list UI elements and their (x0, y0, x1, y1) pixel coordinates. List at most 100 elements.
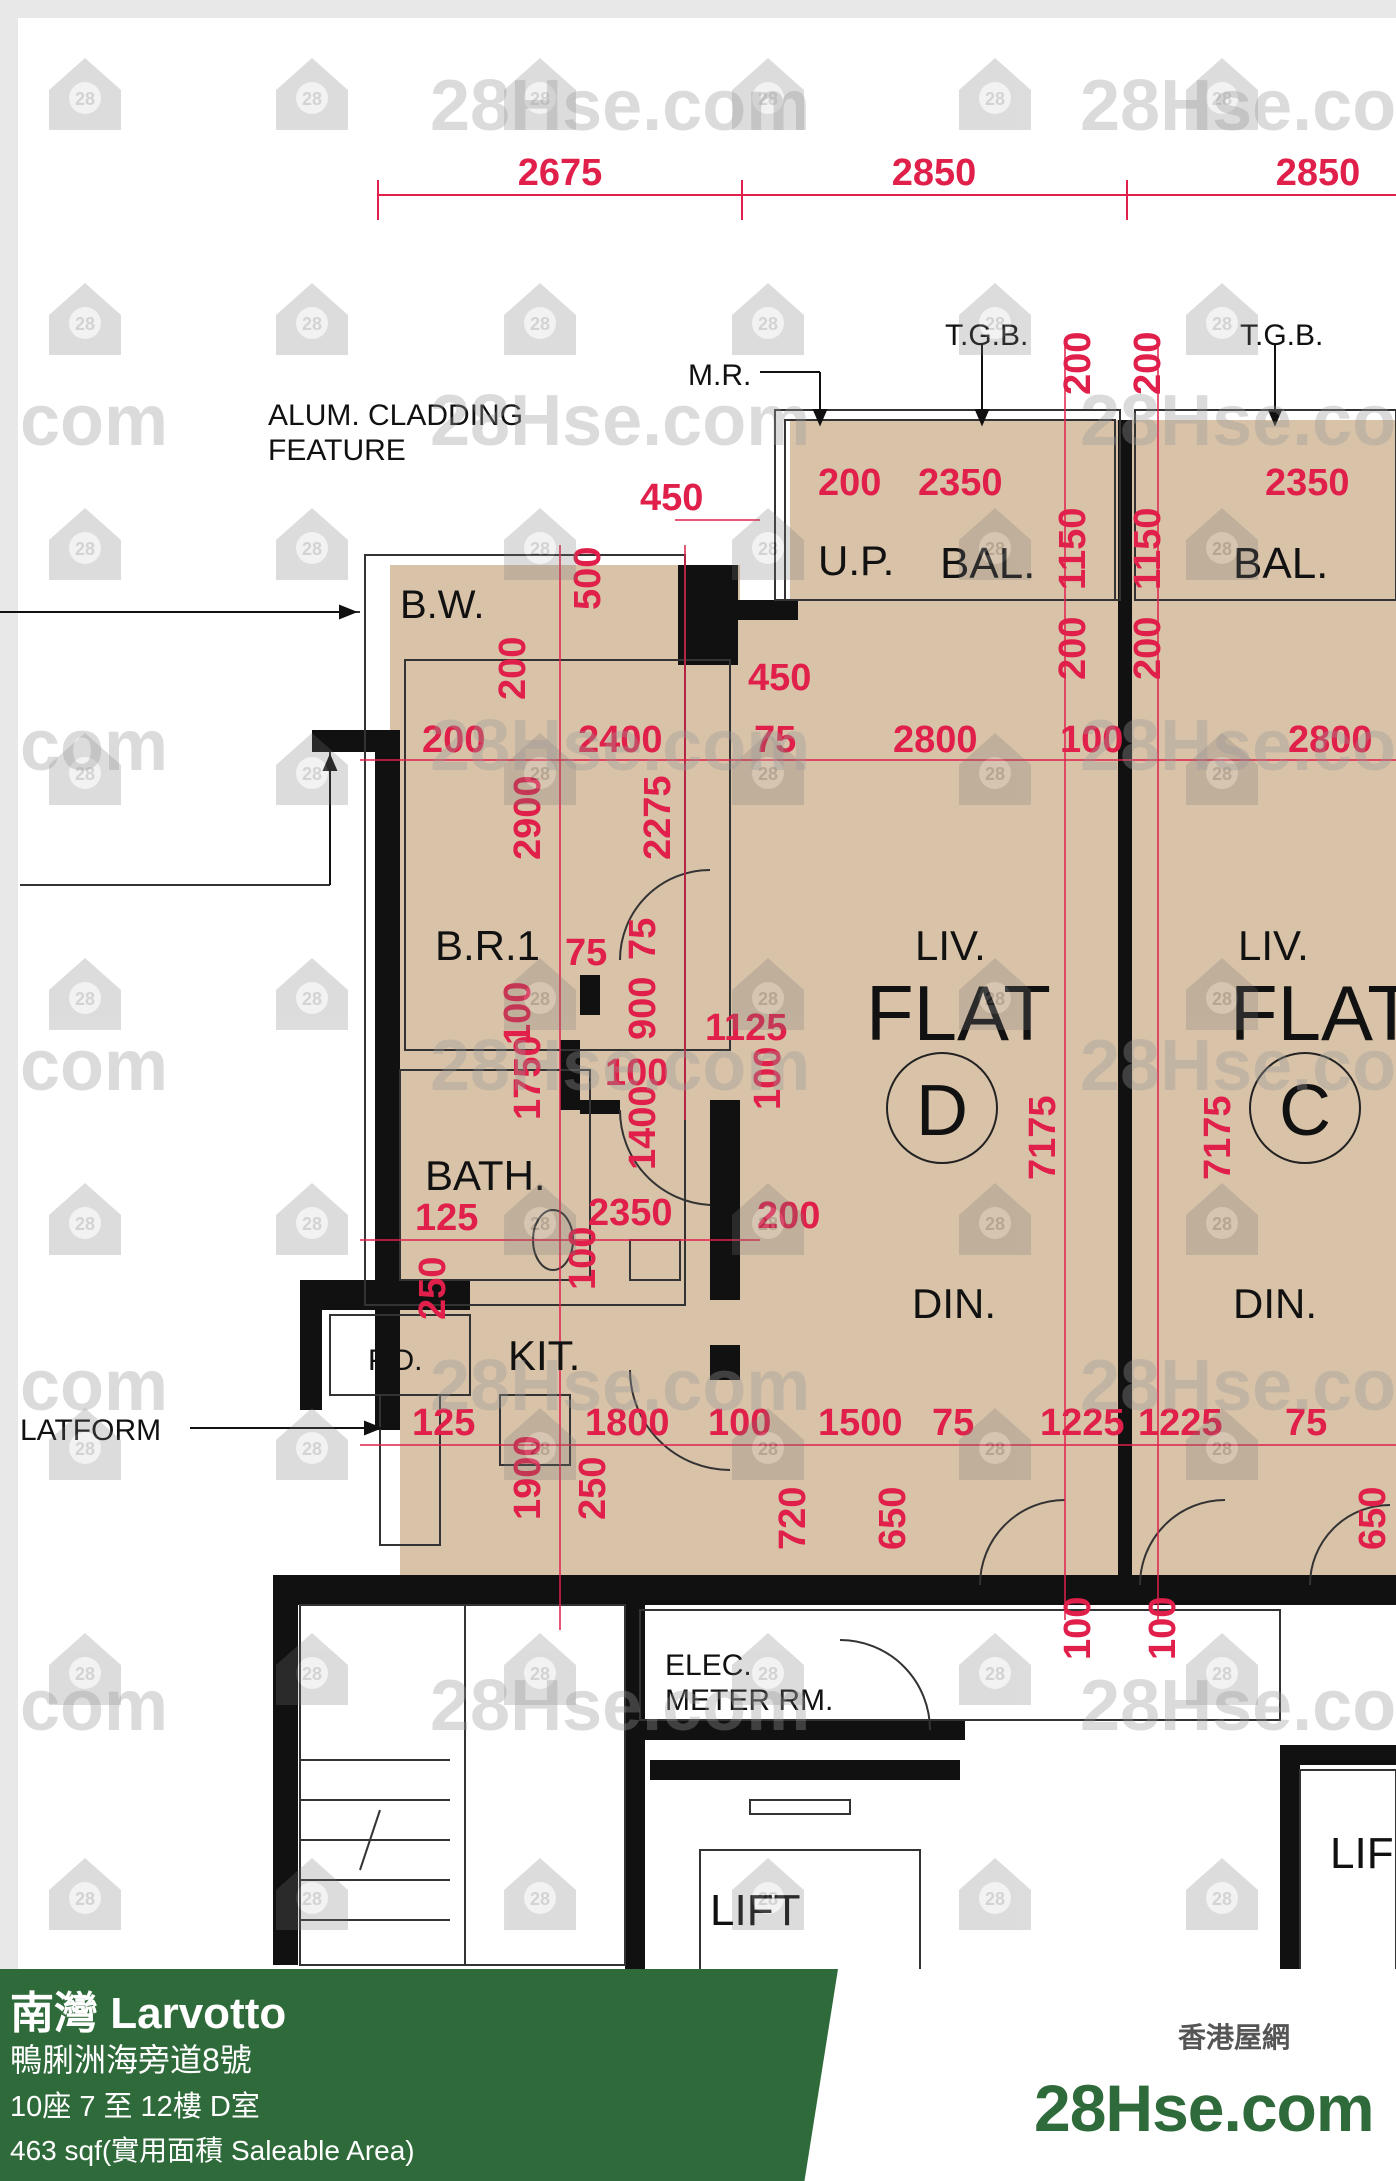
watermark-badge-icon: 28 (959, 1633, 1031, 1705)
watermark-badge-icon: 28 (732, 508, 804, 580)
watermark-badge-icon: 28 (732, 733, 804, 805)
flat-letter-c: C (1279, 1071, 1331, 1151)
svg-text:28: 28 (985, 1664, 1005, 1684)
watermark-badge-icon: 28 (732, 1858, 804, 1930)
watermark-badge-icon: 28 (504, 283, 576, 355)
red-dimension-label: 450 (748, 657, 811, 699)
watermark-badge-icon: 28 (959, 508, 1031, 580)
watermark-badge-icon: 28 (276, 283, 348, 355)
svg-text:28: 28 (985, 1439, 1005, 1459)
property-unit: 10座 7 至 12樓 D室 (10, 2091, 260, 2123)
red-dimension-label: 7175 (1197, 1095, 1239, 1180)
dim-top-3: 2850 (1276, 152, 1361, 194)
svg-text:28: 28 (302, 539, 322, 559)
watermark-badge-icon: 28 (1186, 1633, 1258, 1705)
svg-text:28: 28 (530, 89, 550, 109)
red-dimension-label: 900 (622, 977, 664, 1040)
red-dimension-label: 500 (567, 547, 609, 610)
watermark-badge-icon: 28 (504, 1633, 576, 1705)
watermark-badge-icon: 28 (49, 1633, 121, 1705)
red-dimension-label: 125 (412, 1402, 475, 1444)
svg-text:28: 28 (985, 1889, 1005, 1909)
flat-letter-d: D (916, 1071, 968, 1151)
watermark-badge-icon: 28 (49, 958, 121, 1030)
brand-name-zh: 香港屋網 (1178, 2022, 1291, 2053)
alum-cladding-label-line1: ALUM. CLADDING (268, 399, 523, 432)
property-title: 南灣 Larvotto (10, 1989, 287, 2038)
br1-label: B.R.1 (435, 922, 540, 969)
lift-label-right: LIF (1330, 1829, 1394, 1878)
brand-name-en: 28Hse.com (1034, 2071, 1375, 2145)
watermark-badge-icon: 28 (959, 58, 1031, 130)
red-dimension-label: 1900 (507, 1435, 549, 1520)
liv-label-d: LIV. (915, 922, 986, 969)
svg-text:28: 28 (302, 1439, 322, 1459)
red-dimension-label: 720 (772, 1487, 814, 1550)
red-dimension-label: 2350 (588, 1192, 673, 1234)
dim-top-2: 2850 (892, 152, 977, 194)
watermark-badge-icon: 28 (504, 508, 576, 580)
red-dimension-label: 100 (1060, 719, 1123, 761)
svg-text:28: 28 (302, 89, 322, 109)
watermark-badge-icon: 28 (276, 58, 348, 130)
red-dimension-label: 2350 (1265, 462, 1350, 504)
watermark-badge-icon: 28 (504, 958, 576, 1030)
svg-text:28: 28 (1212, 1439, 1232, 1459)
svg-text:28: 28 (1212, 1664, 1232, 1684)
red-dimension-label: 75 (1285, 1402, 1327, 1444)
watermark-badge-icon: 28 (959, 1183, 1031, 1255)
red-dimension-label: 7175 (1022, 1095, 1064, 1180)
watermark-badge-icon: 28 (1186, 958, 1258, 1030)
pd-label: P.D. (368, 1344, 422, 1377)
watermark-badge-icon: 28 (1186, 1858, 1258, 1930)
door-swings (618, 869, 1391, 1731)
svg-text:28: 28 (530, 1664, 550, 1684)
watermark-badge-icon: 28 (959, 1858, 1031, 1930)
svg-text:28: 28 (75, 89, 95, 109)
watermark-text: com (20, 706, 168, 786)
svg-text:28: 28 (985, 539, 1005, 559)
svg-text:28: 28 (1212, 764, 1232, 784)
mr-label: M.R. (688, 359, 751, 392)
watermark-badge-icon: 28 (49, 1408, 121, 1480)
watermark-badge-icon: 28 (276, 733, 348, 805)
flat-d-circle (886, 1052, 998, 1164)
watermark-badge-icon: 28 (504, 58, 576, 130)
svg-text:28: 28 (758, 1439, 778, 1459)
watermark-badge-icon: 28 (959, 733, 1031, 805)
svg-text:28: 28 (75, 539, 95, 559)
watermark-badge-icon: 28 (959, 958, 1031, 1030)
watermark-text: com (20, 381, 168, 461)
svg-text:28: 28 (302, 764, 322, 784)
red-dimension-label: 1150 (1127, 508, 1169, 590)
svg-text:28: 28 (758, 989, 778, 1009)
watermark-text: 28Hse.com (430, 706, 810, 786)
flat-label-c: FLAT (1230, 969, 1396, 1057)
watermark-badge-icon: 28 (732, 958, 804, 1030)
red-dimension-label: 100 (747, 1047, 789, 1110)
watermark-badge-icon: 28 (732, 1408, 804, 1480)
svg-text:28: 28 (985, 989, 1005, 1009)
room-labels: T.G.B. T.G.B. M.R. ALUM. CLADDING FEATUR… (20, 319, 1396, 1935)
label-arrows (0, 345, 1283, 1436)
watermark-text: 28Hse.com (1080, 1346, 1396, 1426)
red-dimension-label: 100 (1142, 1597, 1184, 1660)
svg-text:28: 28 (302, 1214, 322, 1234)
watermark-badge-icon: 28 (276, 1858, 348, 1930)
watermark-badge-icon: 28 (49, 1858, 121, 1930)
bw-label: B.W. (400, 583, 484, 627)
red-dimension-label: 100 (708, 1402, 771, 1444)
red-dimension-label: 2275 (637, 775, 679, 860)
svg-text:28: 28 (985, 1214, 1005, 1234)
watermark-badge-icon: 28 (504, 1408, 576, 1480)
red-dimension-label: 200 (422, 719, 485, 761)
watermark-badge-icon: 28 (1186, 733, 1258, 805)
flat-label-d: FLAT (866, 969, 1051, 1057)
alum-cladding-label-line2: FEATURE (268, 434, 406, 467)
red-dimension-label: 1150 (1052, 508, 1094, 590)
red-guides (360, 340, 1396, 1630)
svg-text:28: 28 (1212, 1214, 1232, 1234)
walls (273, 420, 1396, 1975)
svg-text:28: 28 (75, 764, 95, 784)
